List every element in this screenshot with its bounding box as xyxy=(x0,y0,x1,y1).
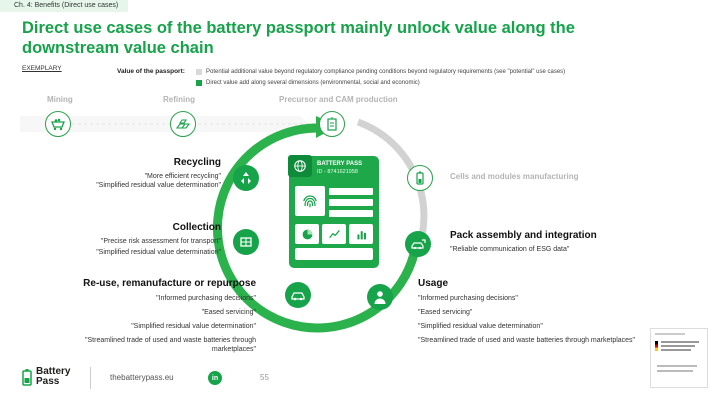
legend-label: Value of the passport: xyxy=(117,68,185,75)
reuse-bullet-4: "Streamlined trade of used and waste bat… xyxy=(85,337,256,353)
legend-text-direct: Direct value add along several dimension… xyxy=(206,80,420,86)
pie-chart-icon xyxy=(295,224,319,244)
legend-item-direct: Direct value add along several dimension… xyxy=(196,80,420,86)
stage-refining-label: Refining xyxy=(163,95,195,104)
exemplary-label: EXEMPLARY xyxy=(22,65,62,72)
data-row-3 xyxy=(329,210,373,217)
battery-cell-icon xyxy=(416,171,424,185)
recycle-icon xyxy=(241,172,251,184)
pack-section: Pack assembly and integration "Reliable … xyxy=(450,230,670,254)
reuse-bullet-3: "Simplified residual value determination… xyxy=(131,323,256,330)
cells-node xyxy=(407,165,433,191)
battery-pass-logo[interactable]: Battery Pass xyxy=(22,367,70,387)
passport-id: ID - 8741621958 xyxy=(317,169,358,175)
usage-bullet-1: "Informed purchasing decisions" xyxy=(418,295,518,302)
usage-section: Usage "Informed purchasing decisions" "E… xyxy=(418,278,648,345)
stage-cells-label: Cells and modules manufacturing xyxy=(450,172,579,181)
ingots-icon xyxy=(175,119,191,129)
usage-title: Usage xyxy=(418,278,449,289)
precursor-node xyxy=(319,111,345,137)
linkedin-icon[interactable]: in xyxy=(208,371,222,385)
stage-mining-label: Mining xyxy=(47,95,73,104)
chapter-tag: Ch. 4: Benefits (Direct use cases) xyxy=(0,0,129,12)
recycling-node xyxy=(233,165,259,191)
usage-bullet-2: "Eased servicing" xyxy=(418,309,473,316)
stage-precursor-label: Precursor and CAM production xyxy=(279,95,398,104)
data-row-1 xyxy=(329,188,373,195)
car-icon xyxy=(291,292,305,301)
collection-section: Collection "Precise risk assessment for … xyxy=(21,222,221,257)
page-title: Direct use cases of the battery passport… xyxy=(22,19,575,57)
line-chart-icon xyxy=(322,224,346,244)
recycling-title: Recycling xyxy=(173,157,221,168)
logo-line-2: Pass xyxy=(36,376,60,387)
usage-bullet-4: "Streamlined trade of used and waste bat… xyxy=(418,337,636,344)
footer-divider xyxy=(90,367,91,389)
refining-node xyxy=(170,111,196,137)
pack-title: Pack assembly and integration xyxy=(450,230,597,241)
lab-flask-icon xyxy=(327,117,337,131)
globe-icon xyxy=(288,155,312,177)
battery-logo-icon xyxy=(22,369,32,386)
collection-bullet-2: "Simplified residual value determination… xyxy=(96,249,221,256)
reuse-node xyxy=(285,282,311,308)
bar-chart-icon xyxy=(349,224,373,244)
legend-swatch-grey xyxy=(196,69,202,75)
passport-footer-bar xyxy=(295,248,373,260)
logo-line-1: Battery xyxy=(36,366,71,377)
fingerprint-icon xyxy=(295,186,325,216)
legend-swatch-green xyxy=(196,80,202,86)
collection-node xyxy=(233,229,259,255)
supporter-logo xyxy=(650,328,708,388)
collection-bullet-1: "Precise risk assessment for transport" xyxy=(100,238,221,245)
collection-title: Collection xyxy=(172,222,221,233)
legend-item-potential: Potential additional value beyond regula… xyxy=(196,69,565,75)
ev-charging-icon xyxy=(411,239,426,250)
reuse-section: Re-use, remanufacture or repurpose "Info… xyxy=(16,278,256,354)
usage-node xyxy=(367,284,393,310)
pack-node xyxy=(405,231,431,257)
page-number: 55 xyxy=(260,373,269,382)
mining-node xyxy=(45,111,71,137)
boxes-icon xyxy=(240,237,252,247)
recycling-bullet-2: "Simplified residual value determination… xyxy=(96,182,221,189)
legend-text-potential: Potential additional value beyond regula… xyxy=(206,69,566,75)
usage-bullet-3: "Simplified residual value determination… xyxy=(418,323,543,330)
battery-passport-card: BATTERY PASS ID - 8741621958 xyxy=(288,155,379,268)
recycling-section: Recycling "More efficient recycling" "Si… xyxy=(21,157,221,190)
pack-bullet-1: "Reliable communication of ESG data" xyxy=(450,246,570,253)
reuse-bullet-1: "Informed purchasing decisions" xyxy=(156,295,256,302)
reuse-bullet-2: "Eased servicing" xyxy=(201,309,256,316)
website-link[interactable]: thebatterypass.eu xyxy=(110,373,174,382)
data-row-2 xyxy=(329,199,373,206)
reuse-title: Re-use, remanufacture or repurpose xyxy=(83,278,256,289)
recycling-bullet-1: "More efficient recycling" xyxy=(144,173,221,180)
passport-title: BATTERY PASS xyxy=(317,161,363,167)
mine-cart-icon xyxy=(51,118,65,131)
person-icon xyxy=(374,291,386,304)
